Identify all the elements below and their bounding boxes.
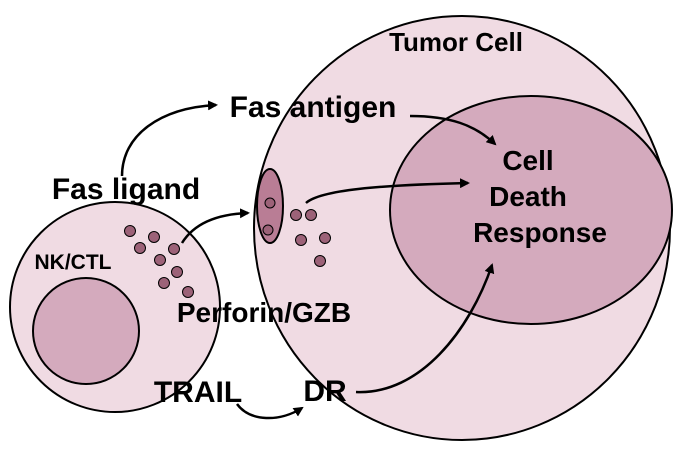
arrow-dr-to-cell-death [355, 263, 495, 394]
trail-label: TRAIL [154, 376, 242, 409]
tumor-cell-label: Tumor Cell [389, 27, 523, 57]
granule [158, 277, 170, 289]
granule [154, 254, 166, 266]
cell-death-label-line1: Cell [502, 145, 553, 176]
granule [290, 209, 302, 221]
perforin-gzb-label: Perforin/GZB [177, 297, 351, 328]
arrow-pore-to-cell-death [305, 178, 470, 204]
nk-ctl-label: NK/CTL [35, 251, 112, 274]
granule [134, 242, 146, 254]
granule [295, 234, 307, 246]
granule [262, 224, 274, 236]
nk-ctl-cell-nucleus [32, 277, 140, 385]
tumor-cell-nucleus [389, 95, 673, 325]
granule [124, 225, 136, 237]
granules [124, 197, 331, 298]
arrow-trail-to-dr [235, 403, 304, 420]
granule [148, 231, 160, 243]
granule [171, 266, 183, 278]
granule [314, 255, 326, 267]
arrow-fas-ligand-to-fas-antigen [120, 100, 218, 177]
granule [305, 209, 317, 221]
fas-ligand-label: Fas ligand [52, 173, 200, 206]
dr-label: DR [303, 375, 347, 408]
granule [264, 197, 276, 209]
cell-death-label-line2: Death [489, 181, 567, 212]
arrow-fas-antigen-to-cell-death [409, 114, 497, 146]
arrow-granules-to-pore [180, 208, 250, 244]
cell-death-label-line3: Response [473, 217, 607, 248]
granule [319, 232, 331, 244]
granule [182, 286, 194, 298]
granule [168, 243, 180, 255]
fas-antigen-label: Fas antigen [230, 91, 397, 124]
